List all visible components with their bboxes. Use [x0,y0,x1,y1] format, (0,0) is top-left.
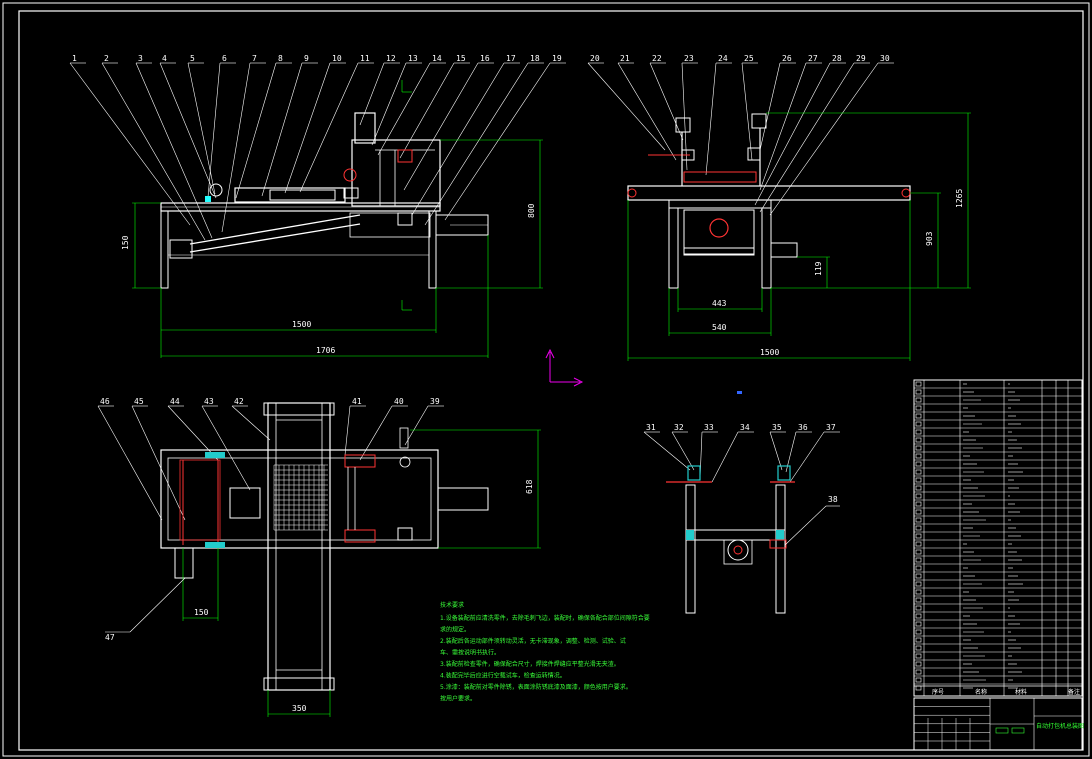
callout-20: 20 [590,54,600,63]
callout-14: 14 [432,54,442,63]
dim-side-height-mid: 903 [925,231,934,246]
callout-44: 44 [170,397,180,406]
sheet-inner-border [18,10,1084,751]
drawing-title: 自动打包机总装图 [1036,722,1084,730]
side-view: 20 21 22 23 24 25 26 27 28 29 30 [587,54,971,361]
notes-line: 3.装配前检查零件，确保配合尺寸，焊接件焊缝应平整光滑无夹渣。 [440,660,620,668]
callout-47: 47 [105,633,115,642]
bill-of-materials-table: 序号 名称 材料 备注 [913,379,1083,697]
technical-notes: 技术要求 1.设备装配前应清洗零件，去除毛刺飞边，装配时，确保各配合部位间隙符合… [440,601,650,703]
detail-view: 31 32 33 34 35 36 37 38 [643,423,840,614]
callout-3: 3 [138,54,143,63]
ucs-axis-icon [545,348,584,387]
dim-front-width-total: 1706 [316,346,335,355]
callout-13: 13 [408,54,418,63]
callout-38: 38 [828,495,838,504]
callout-40: 40 [394,397,404,406]
dim-side-width-total: 1500 [760,348,779,357]
bom-header-name: 名称 [975,688,987,696]
callout-37: 37 [826,423,836,432]
callout-22: 22 [652,54,662,63]
callout-16: 16 [480,54,490,63]
dim-side-height-total: 1265 [955,189,964,208]
callout-18: 18 [530,54,540,63]
bom-header-material: 材料 [1015,688,1027,696]
callout-26: 26 [782,54,792,63]
dim-side-height-low: 119 [814,261,823,276]
callout-28: 28 [832,54,842,63]
dim-top-width-small: 150 [194,608,209,617]
bom-header-no: 序号 [932,688,944,696]
callout-41: 41 [352,397,362,406]
callout-42: 42 [234,397,244,406]
ucs-marker [737,391,742,394]
callout-33: 33 [704,423,714,432]
dim-top-width-bottom: 350 [292,704,307,713]
notes-line: 4.装配完毕后应进行空载试车，检查运转情况。 [440,672,566,680]
notes-line: 1.设备装配前应清洗零件，去除毛刺飞边，装配时，确保各配合部位间隙符合要 [440,614,650,622]
dim-side-width-inner: 443 [712,299,727,308]
callout-5: 5 [190,54,195,63]
callout-36: 36 [798,423,808,432]
callout-19: 19 [552,54,562,63]
notes-line: 求的规定。 [440,626,470,634]
callout-25: 25 [744,54,754,63]
callout-7: 7 [252,54,257,63]
callout-23: 23 [684,54,694,63]
callout-27: 27 [808,54,818,63]
callout-15: 15 [456,54,466,63]
callout-8: 8 [278,54,283,63]
callout-2: 2 [104,54,109,63]
title-block: 自动打包机总装图 [913,697,1084,751]
notes-title: 技术要求 [440,601,464,609]
callout-30: 30 [880,54,890,63]
dim-front-height-right: 800 [527,203,536,218]
dim-front-width-inner: 1500 [292,320,311,329]
callout-9: 9 [304,54,309,63]
notes-line: 车、需按说明书执行。 [440,649,500,657]
bom-header-remark: 备注 [1068,688,1080,696]
callout-29: 29 [856,54,866,63]
callout-31: 31 [646,423,656,432]
callout-24: 24 [718,54,728,63]
dim-side-width-mid: 540 [712,323,727,332]
callout-17: 17 [506,54,516,63]
callout-11: 11 [360,54,370,63]
dim-top-height: 618 [525,479,534,494]
callout-21: 21 [620,54,630,63]
dim-front-height-left: 150 [121,235,130,250]
callout-34: 34 [740,423,750,432]
callout-4: 4 [162,54,167,63]
callout-39: 39 [430,397,440,406]
notes-line: 按用户要求。 [440,695,476,703]
callout-45: 45 [134,397,144,406]
notes-line: 2.装配后各运动部件须转动灵活，无卡滞现象，调整、检测、试验、试 [440,637,626,645]
callout-32: 32 [674,423,684,432]
callout-6: 6 [222,54,227,63]
callout-12: 12 [386,54,396,63]
callout-46: 46 [100,397,110,406]
callout-1: 1 [72,54,77,63]
callout-35: 35 [772,423,782,432]
notes-line: 5.涂漆：装配前对零件除锈，表面涂防锈底漆及面漆，颜色按用户要求。 [440,683,632,691]
callout-10: 10 [332,54,342,63]
top-view: 46 45 44 43 42 41 40 39 [97,397,541,717]
callout-43: 43 [204,397,214,406]
